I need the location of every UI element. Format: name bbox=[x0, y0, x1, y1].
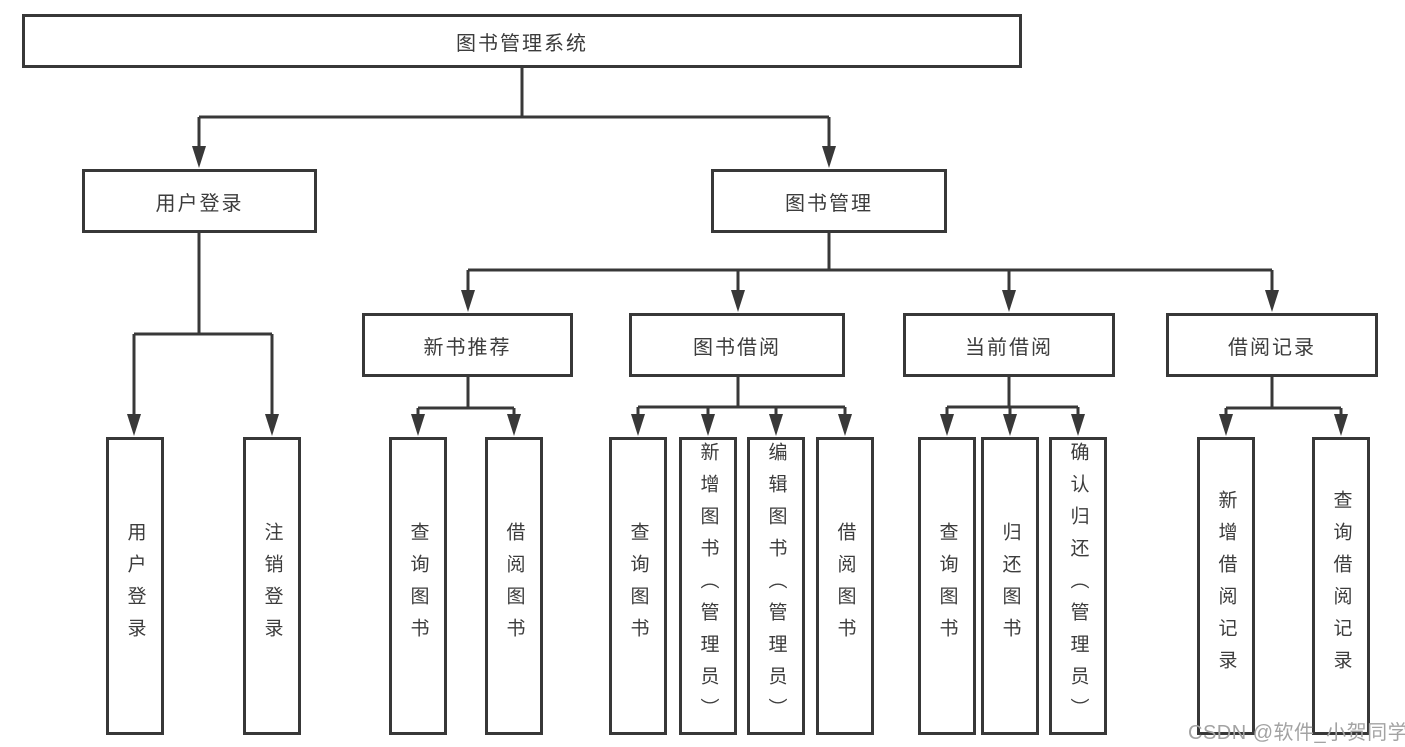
node-book-borrowing: 图书借阅 bbox=[629, 313, 845, 377]
node-borrowing-records: 借阅记录 bbox=[1166, 313, 1378, 377]
node-new-book-recommend-label: 新书推荐 bbox=[423, 336, 512, 359]
leaf-br-add-record-label: 新增借阅记录 bbox=[1215, 490, 1237, 682]
leaf-bb-borrow-books: 借阅图书 bbox=[816, 437, 874, 735]
node-book-management: 图书管理 bbox=[711, 169, 947, 233]
leaf-logout: 注销登录 bbox=[243, 437, 301, 735]
leaf-cb-return-books: 归还图书 bbox=[981, 437, 1039, 735]
leaf-bb-add-books-admin-label: 新增图书（管理员） bbox=[697, 442, 719, 730]
leaf-bb-edit-books-admin-label: 编辑图书（管理员） bbox=[765, 442, 787, 730]
leaf-nb-borrow-books: 借阅图书 bbox=[485, 437, 543, 735]
leaf-cb-confirm-return-admin: 确认归还（管理员） bbox=[1049, 437, 1107, 735]
leaf-user-login: 用户登录 bbox=[106, 437, 164, 735]
leaf-user-login-label: 用户登录 bbox=[124, 522, 146, 650]
node-user-login-label: 用户登录 bbox=[155, 192, 244, 215]
node-book-borrowing-label: 图书借阅 bbox=[693, 336, 781, 359]
leaf-bb-query-books: 查询图书 bbox=[609, 437, 667, 735]
leaf-nb-query-books-label: 查询图书 bbox=[407, 522, 429, 650]
leaf-bb-add-books-admin: 新增图书（管理员） bbox=[679, 437, 737, 735]
leaf-br-query-record-label: 查询借阅记录 bbox=[1330, 490, 1352, 682]
node-current-borrowing: 当前借阅 bbox=[903, 313, 1115, 377]
leaf-logout-label: 注销登录 bbox=[261, 522, 283, 650]
leaf-bb-query-books-label: 查询图书 bbox=[627, 522, 649, 650]
leaf-cb-query-books: 查询图书 bbox=[918, 437, 976, 735]
arrowheads bbox=[127, 146, 1348, 436]
node-new-book-recommend: 新书推荐 bbox=[362, 313, 573, 377]
node-current-borrowing-label: 当前借阅 bbox=[965, 336, 1053, 359]
leaf-bb-borrow-books-label: 借阅图书 bbox=[834, 522, 856, 650]
node-user-login: 用户登录 bbox=[82, 169, 317, 233]
leaf-nb-borrow-books-label: 借阅图书 bbox=[503, 522, 525, 650]
leaf-br-query-record: 查询借阅记录 bbox=[1312, 437, 1370, 735]
leaf-cb-confirm-return-admin-label: 确认归还（管理员） bbox=[1067, 442, 1089, 730]
node-book-management-label: 图书管理 bbox=[785, 192, 873, 215]
node-borrowing-records-label: 借阅记录 bbox=[1228, 336, 1316, 359]
csdn-watermark: CSDN @软件_小贺同学 bbox=[1188, 722, 1405, 744]
leaf-bb-edit-books-admin: 编辑图书（管理员） bbox=[747, 437, 805, 735]
leaf-cb-return-books-label: 归还图书 bbox=[999, 522, 1021, 650]
leaf-nb-query-books: 查询图书 bbox=[389, 437, 447, 735]
leaf-br-add-record: 新增借阅记录 bbox=[1197, 437, 1255, 735]
leaf-cb-query-books-label: 查询图书 bbox=[936, 522, 958, 650]
node-root: 图书管理系统 bbox=[22, 14, 1022, 68]
node-root-label: 图书管理系统 bbox=[456, 32, 588, 55]
